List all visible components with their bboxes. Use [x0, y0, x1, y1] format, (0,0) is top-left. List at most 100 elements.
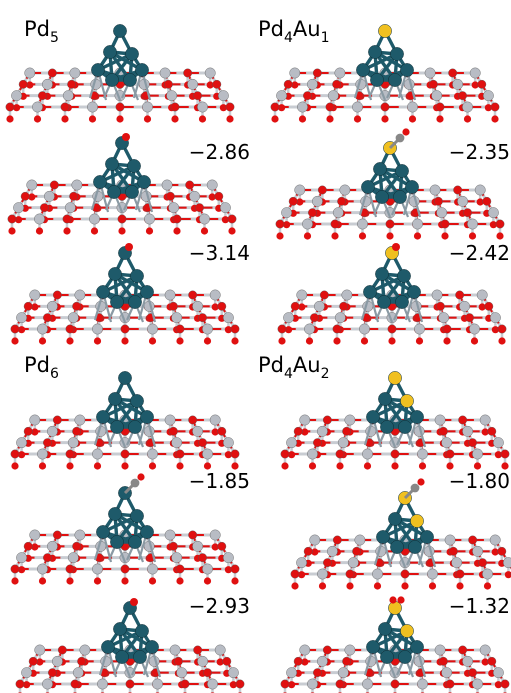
- oxygen-atom: [38, 462, 47, 470]
- support-metal-atom: [166, 90, 178, 102]
- oxygen-atom: [230, 449, 240, 459]
- support-metal-atom: [176, 667, 188, 679]
- oxygen-atom: [319, 290, 329, 300]
- oxygen-atom: [305, 337, 314, 345]
- support-metal-atom: [429, 184, 441, 196]
- oxygen-atom: [352, 546, 361, 556]
- support-metal-atom: [72, 667, 84, 679]
- oxygen-atom: [401, 582, 409, 590]
- oxygen-atom: [180, 679, 190, 689]
- support-metal-atom: [21, 667, 33, 679]
- oxygen-atom: [183, 68, 193, 78]
- support-metal-atom: [89, 213, 100, 225]
- oxygen-atom: [176, 462, 184, 470]
- oxygen-atom: [277, 324, 287, 334]
- oxygen-atom: [458, 645, 468, 655]
- oxygen-atom: [148, 577, 157, 585]
- support-metal-atom: [417, 448, 428, 460]
- oxygen-atom: [291, 582, 299, 590]
- support-metal-atom: [159, 67, 171, 79]
- oxygen-atom: [280, 679, 290, 689]
- support-metal-atom: [417, 678, 428, 690]
- oxygen-atom: [35, 227, 44, 235]
- oxygen-atom: [331, 232, 339, 240]
- oxygen-atom: [333, 337, 341, 345]
- pd-atom: [376, 530, 390, 544]
- oxygen-atom: [10, 324, 20, 334]
- oxygen-atom: [63, 227, 71, 235]
- oxygen-atom: [165, 191, 175, 201]
- oxygen-atom: [43, 313, 52, 323]
- support-metal-atom: [357, 218, 368, 230]
- oxygen-atom: [172, 214, 182, 224]
- oxygen-atom: [276, 232, 284, 240]
- oxygen-atom: [458, 415, 468, 425]
- support-metal-atom: [503, 557, 511, 569]
- pd-atom: [96, 410, 110, 424]
- oxygen-atom: [217, 541, 227, 551]
- oxygen-atom: [296, 198, 304, 206]
- support-metal-atom: [302, 218, 313, 230]
- oxygen-atom: [67, 79, 77, 89]
- oxygen-atom: [484, 104, 492, 112]
- oxygen-atom: [230, 564, 240, 574]
- oxygen-atom: [120, 564, 130, 574]
- structure-model: [10, 243, 240, 345]
- support-metal-atom: [97, 678, 108, 690]
- pd-atom: [410, 640, 424, 654]
- oxygen-atom: [390, 449, 400, 459]
- support-metal-atom: [412, 218, 423, 230]
- oxygen-atom: [478, 558, 487, 568]
- pd-atom: [113, 622, 127, 636]
- oxygen-atom: [463, 115, 472, 123]
- oxygen-atom: [303, 91, 312, 101]
- oxygen-atom: [137, 473, 145, 481]
- pd-atom: [395, 164, 409, 178]
- pd-atom: [135, 624, 149, 638]
- support-metal-atom: [26, 179, 38, 191]
- oxygen-atom: [43, 553, 52, 563]
- oxygen-atom: [275, 219, 285, 229]
- oxygen-atom: [217, 426, 227, 436]
- pd-atom: [93, 175, 107, 189]
- oxygen-atom: [48, 668, 57, 678]
- oxygen-atom: [193, 91, 202, 101]
- pd-atom: [125, 185, 139, 199]
- oxygen-atom: [203, 462, 212, 470]
- oxygen-atom: [228, 227, 236, 235]
- support-metal-atom: [347, 557, 359, 569]
- structure-models: [5, 24, 511, 693]
- support-metal-atom: [362, 448, 373, 460]
- pd-atom: [373, 162, 387, 176]
- oxygen-atom: [227, 214, 237, 224]
- support-metal-atom: [199, 213, 210, 225]
- oxygen-atom: [298, 303, 306, 311]
- oxygen-atom: [298, 115, 307, 123]
- support-metal-atom: [62, 90, 74, 102]
- oxygen-atom: [390, 679, 400, 689]
- oxygen-atom: [496, 232, 504, 240]
- oxygen-atom: [470, 337, 479, 345]
- oxygen-atom: [173, 227, 181, 235]
- pd-atom: [137, 175, 151, 189]
- support-metal-atom: [206, 179, 218, 191]
- support-metal-atom: [164, 529, 176, 541]
- support-metal-atom: [92, 563, 103, 575]
- oxygen-atom: [200, 227, 209, 235]
- support-metal-atom: [189, 190, 201, 202]
- oxygen-atom: [290, 569, 300, 579]
- support-metal-atom: [441, 667, 453, 679]
- oxygen-atom: [322, 645, 332, 655]
- support-metal-atom: [451, 557, 463, 569]
- oxygen-atom: [445, 679, 455, 689]
- support-metal-atom: [281, 207, 292, 219]
- oxygen-atom: [413, 232, 422, 240]
- oxygen-atom: [120, 324, 130, 334]
- oxygen-atom: [391, 462, 399, 470]
- structure-model: [290, 478, 511, 590]
- energy-pd5-2: −2.86: [189, 140, 250, 164]
- pd-atom: [115, 650, 129, 664]
- structure-model: [275, 128, 505, 240]
- structure-model: [7, 133, 237, 235]
- oxygen-atom: [40, 203, 49, 213]
